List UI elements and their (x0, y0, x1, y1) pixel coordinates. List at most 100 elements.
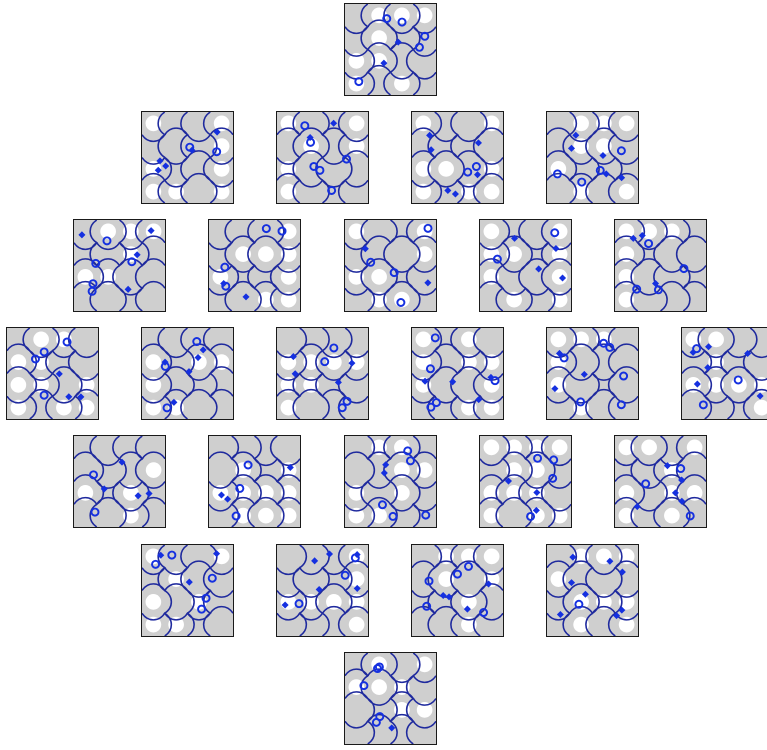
tile-panel (344, 3, 437, 96)
endpoint-markers (379, 447, 429, 520)
tile-panel (344, 652, 437, 745)
circle-marker (620, 372, 627, 379)
diamond-marker (326, 550, 333, 557)
tile-panel (141, 111, 234, 204)
open-cell (619, 184, 635, 200)
tile-panel (479, 219, 572, 312)
tile-diagram (345, 4, 436, 95)
circle-marker (330, 344, 337, 351)
open-cell (11, 377, 27, 393)
tile-diagram (615, 436, 706, 527)
diamond-marker (444, 187, 451, 194)
diamond-marker (186, 579, 193, 586)
diamond-marker (581, 371, 588, 378)
diamond-marker (619, 568, 626, 575)
tile-diagram (345, 436, 436, 527)
wave-curve (413, 436, 420, 527)
open-cell (484, 224, 500, 240)
tile-panel (546, 111, 639, 204)
tile-panel (276, 111, 369, 204)
circle-marker (422, 512, 429, 519)
endpoint-markers (557, 554, 626, 620)
diamond-marker (125, 286, 132, 293)
open-cell (146, 354, 162, 370)
open-cell (484, 549, 500, 565)
open-cell (664, 508, 680, 524)
circle-marker (168, 552, 175, 559)
diamond-marker (474, 171, 481, 178)
open-cell (552, 440, 568, 456)
tile-panel (411, 111, 504, 204)
endpoint-markers (634, 462, 694, 519)
circle-marker (464, 169, 471, 176)
tile-panel (546, 544, 639, 637)
circle-marker (550, 456, 557, 463)
diamond-marker (65, 393, 72, 400)
tile-diagram (209, 220, 300, 311)
circle-marker (642, 480, 649, 487)
tile-diagram (412, 545, 503, 636)
tile-diagram (142, 112, 233, 203)
open-cell (349, 617, 365, 633)
open-cell (619, 116, 635, 132)
diamond-marker (242, 293, 249, 300)
tile-diagram (412, 328, 503, 419)
tile-panel (208, 435, 301, 528)
tile-diagram (682, 328, 767, 419)
open-cell (552, 269, 568, 285)
diamond-marker (146, 490, 153, 497)
tile-panel (141, 327, 234, 420)
tile-panel (614, 435, 707, 528)
tile-panel (614, 219, 707, 312)
tile-panel (411, 544, 504, 637)
open-cell (258, 246, 274, 262)
circle-marker (339, 404, 346, 411)
open-cell (708, 332, 724, 348)
wave-curve (316, 112, 329, 203)
wave-curve (204, 328, 217, 419)
open-cell (416, 332, 432, 348)
tile-diagram (480, 220, 571, 311)
tile-diagram (345, 653, 436, 744)
endpoint-markers (152, 550, 220, 613)
circle-marker (427, 365, 434, 372)
tile-panel (6, 327, 99, 420)
diamond-marker (382, 461, 389, 468)
diamond-marker (424, 279, 431, 286)
tile-diagram (74, 220, 165, 311)
tile-diagram (615, 220, 706, 311)
diamond-marker (381, 469, 388, 476)
diamond-marker (311, 557, 318, 564)
tile-diagram (547, 328, 638, 419)
tile-diagram (345, 220, 436, 311)
tile-diagram (142, 328, 233, 419)
open-cell (551, 332, 567, 348)
circle-marker (342, 572, 349, 579)
tile-panel (208, 219, 301, 312)
diamond-marker (330, 120, 337, 127)
tile-panel (344, 219, 437, 312)
tile-panel (344, 435, 437, 528)
tile-panel (73, 435, 166, 528)
circle-marker (209, 575, 216, 582)
tile-diagram (277, 545, 368, 636)
circle-marker (454, 571, 461, 578)
open-cell (754, 400, 767, 416)
open-cell (484, 184, 500, 200)
open-cell (394, 8, 410, 24)
circle-marker (645, 240, 652, 247)
circle-marker (389, 513, 396, 520)
open-cell (731, 377, 747, 393)
tile-diagram (74, 436, 165, 527)
tile-panel (276, 544, 369, 637)
open-cell (349, 116, 365, 132)
circle-marker (407, 457, 414, 464)
circle-marker (700, 401, 707, 408)
circle-marker (597, 167, 604, 174)
tile-panel (141, 544, 234, 637)
circle-marker (221, 264, 228, 271)
tile-panel (73, 219, 166, 312)
circle-marker (41, 348, 48, 355)
diamond-marker (78, 231, 85, 238)
